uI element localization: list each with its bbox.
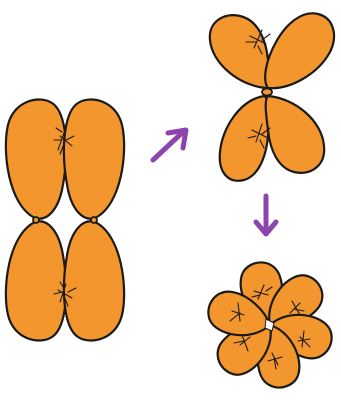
stage-one-left-joint [33,217,39,223]
stage-one-shape [6,99,124,340]
stage-one-bottom-right-lobe [64,221,124,340]
stage-two-lower-right-lobe [266,96,324,173]
stage-two-shape [210,13,334,180]
arrow-up-right [153,130,186,160]
stage-one-bottom-left-lobe [6,221,66,340]
stage-one-top-left-lobe [6,99,66,218]
arrow-down [256,196,276,234]
stage-two-centre-knot [262,89,272,96]
stage-three-shape [204,258,336,392]
stage-two-upper-right-lobe [265,13,334,88]
stage-one-right-joint [91,217,97,223]
stage-two-lower-left-lobe [220,96,270,181]
stage-one-top-right-lobe [64,99,124,218]
